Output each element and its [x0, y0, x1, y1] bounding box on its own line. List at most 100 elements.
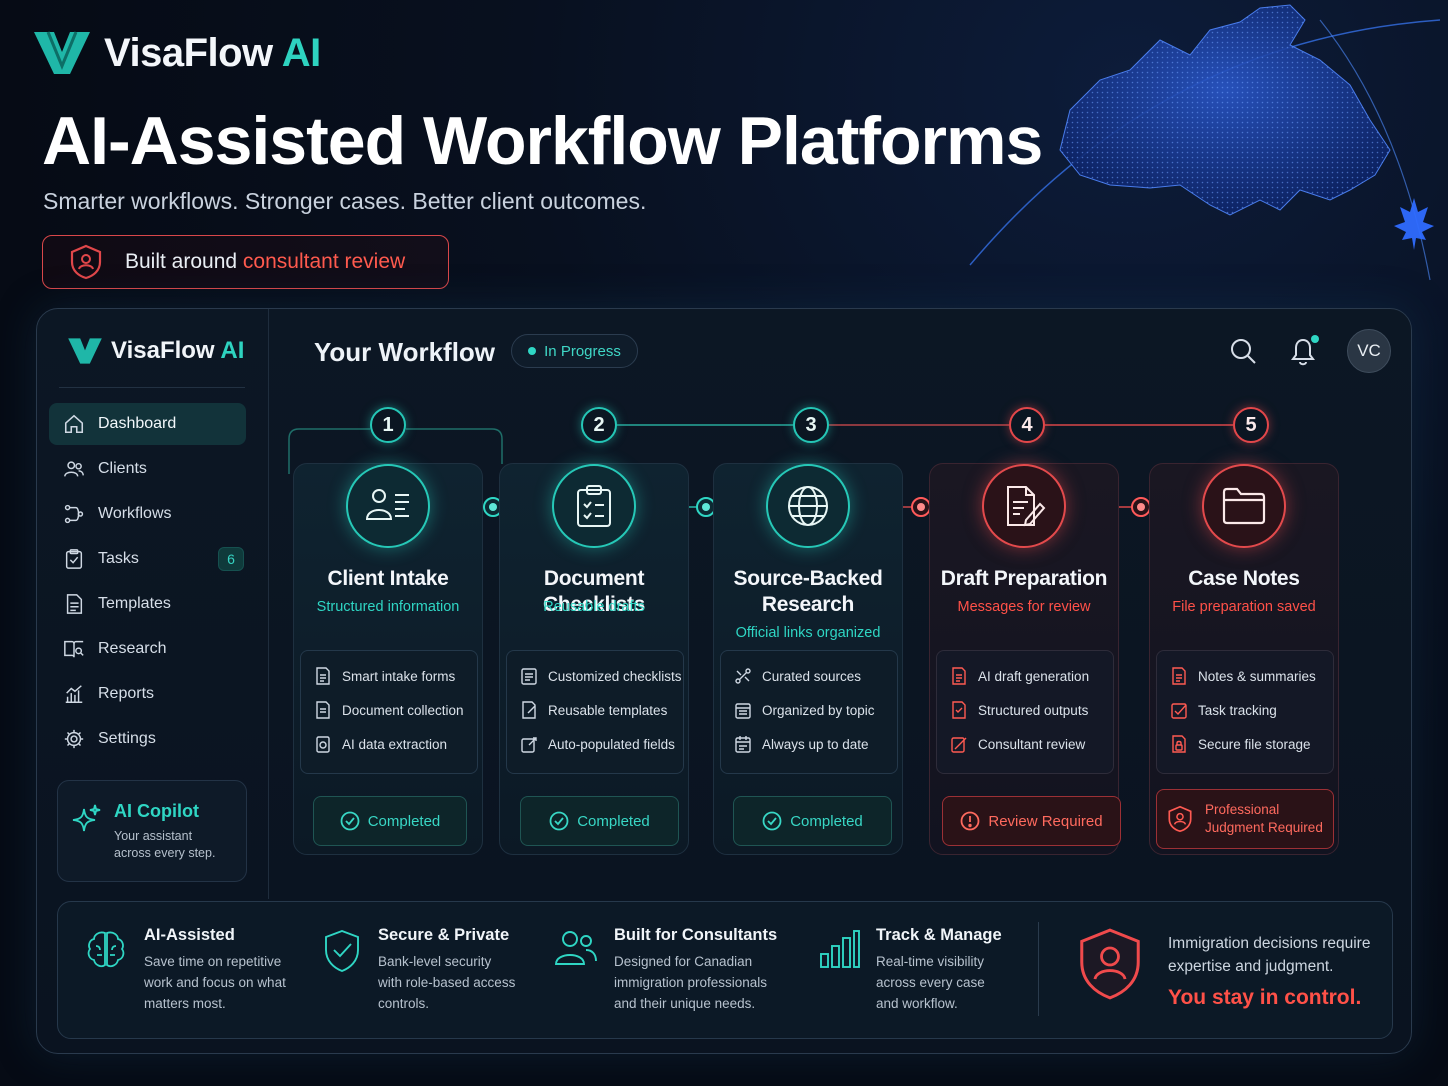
sparkle-icon — [72, 804, 101, 832]
gear-icon — [64, 729, 84, 749]
chart-icon — [65, 685, 83, 703]
list-item: Reusable templates — [520, 693, 683, 727]
app-window: VisaFlow AI Dashboard Clients Workflows … — [36, 308, 1412, 1054]
template-icon — [522, 701, 536, 719]
notes-icon — [1172, 667, 1186, 685]
sidebar-item-settings[interactable]: Settings — [49, 718, 246, 760]
form-icon — [316, 667, 330, 685]
task-check-icon — [1171, 703, 1187, 719]
sidebar-item-reports[interactable]: Reports — [49, 673, 246, 715]
home-icon — [64, 414, 84, 434]
status-badge: In Progress — [511, 334, 638, 368]
stage-title: Document Checklists — [542, 567, 646, 616]
stage-card-document-checklists[interactable]: Document Checklists Reusable drafts Cust… — [499, 463, 689, 855]
list-item: Consultant review — [950, 727, 1113, 761]
calendar-list-icon — [735, 703, 751, 719]
step-number-2: 2 — [581, 407, 617, 443]
sidebar-item-clients[interactable]: Clients — [49, 448, 246, 490]
document-icon — [66, 594, 83, 614]
status-badge-review-required[interactable]: Review Required — [942, 796, 1121, 846]
search-button[interactable] — [1227, 335, 1259, 367]
feature-bar-divider — [1038, 922, 1039, 1016]
document-icon — [316, 701, 330, 719]
list-item: Task tracking — [1170, 693, 1333, 727]
stage-card-research[interactable]: Source-Backed Research Official links or… — [713, 463, 903, 855]
stage-feature-list: Curated sources Organized by topic Alway… — [720, 650, 898, 774]
list-item: Notes & summaries — [1170, 659, 1333, 693]
sidebar-item-workflows[interactable]: Workflows — [49, 493, 246, 535]
hero-title: AI-Assisted Workflow Platforms — [42, 103, 1043, 179]
copilot-desc: Your assistant across every step. — [114, 829, 216, 860]
ai-copilot-card[interactable]: AI Copilot Your assistant across every s… — [57, 780, 247, 882]
stage-title: Source-Backed Research — [733, 567, 883, 616]
list-item: Customized checklists — [520, 659, 683, 693]
sidebar-item-tasks[interactable]: Tasks 6 — [49, 538, 246, 580]
stage-subtitle: Official links organized — [735, 625, 881, 641]
sidebar-logo[interactable]: VisaFlow AI — [67, 337, 244, 365]
search-icon — [1231, 339, 1256, 364]
checklist-icon — [521, 668, 537, 685]
notifications-button[interactable] — [1287, 333, 1321, 369]
stage-subtitle: Structured information — [316, 599, 460, 615]
list-item: Secure file storage — [1170, 727, 1333, 761]
bar-chart-icon — [820, 930, 860, 968]
list-item: Document collection — [314, 693, 477, 727]
list-item: Organized by topic — [734, 693, 897, 727]
shield-user-icon — [1168, 805, 1192, 833]
sidebar-item-research[interactable]: Research — [49, 628, 246, 670]
stage-feature-list: Customized checklists Reusable templates… — [506, 650, 684, 774]
list-item: Smart intake forms — [314, 659, 477, 693]
bell-icon — [1291, 335, 1319, 366]
stage-icon-circle — [982, 464, 1066, 548]
user-list-icon — [365, 489, 409, 520]
stage-card-draft-preparation[interactable]: Draft Preparation Messages for review AI… — [929, 463, 1121, 855]
sidebar-item-templates[interactable]: Templates — [49, 583, 246, 625]
review-icon — [951, 737, 967, 753]
status-badge-professional-judgment[interactable]: Professional Judgment Required — [1156, 789, 1334, 849]
stage-feature-list: AI draft generation Structured outputs C… — [936, 650, 1114, 774]
page-title: Your Workflow — [314, 337, 496, 367]
stage-card-client-intake[interactable]: Client Intake Structured information Sma… — [293, 463, 483, 855]
clipboard-check-icon — [577, 485, 611, 527]
stage-feature-list: Notes & summaries Task tracking Secure f… — [1156, 650, 1334, 774]
sources-icon — [735, 668, 751, 684]
stage-feature-list: Smart intake forms Document collection A… — [300, 650, 478, 774]
alert-circle-icon — [960, 811, 980, 831]
list-item: Curated sources — [734, 659, 897, 693]
consultant-review-badge: Built around consultant review — [42, 235, 449, 289]
workflow-icon — [64, 504, 84, 524]
stage-title: Client Intake — [327, 567, 449, 590]
check-circle-icon — [340, 811, 360, 831]
stage-icon-circle — [1202, 464, 1286, 548]
copilot-title: AI Copilot — [114, 801, 199, 821]
stage-card-case-notes[interactable]: Case Notes File preparation saved Notes … — [1149, 463, 1339, 855]
avatar[interactable]: VC — [1347, 329, 1391, 373]
control-callout: Immigration decisions require expertise … — [1078, 924, 1388, 1010]
status-dot — [528, 347, 537, 355]
globe-icon — [788, 486, 828, 526]
logo-icon — [34, 31, 90, 74]
step-number-3: 3 — [793, 407, 829, 443]
folder-icon — [1222, 487, 1266, 525]
users-icon — [555, 931, 597, 965]
status-badge-completed: Completed — [520, 796, 679, 846]
check-circle-icon — [549, 811, 569, 831]
stage-icon-circle — [552, 464, 636, 548]
extract-icon — [316, 736, 330, 753]
auto-fill-icon — [521, 737, 537, 753]
stage-subtitle: Reusable drafts — [543, 599, 645, 615]
status-badge-completed: Completed — [313, 796, 467, 846]
list-item: AI draft generation — [950, 659, 1113, 693]
brand-logo: VisaFlow AI — [32, 30, 321, 76]
step-number-4: 4 — [1009, 407, 1045, 443]
stage-title: Draft Preparation — [940, 567, 1108, 590]
sidebar-divider — [59, 387, 245, 388]
calendar-icon — [735, 736, 751, 753]
hero-subtitle: Smarter workflows. Stronger cases. Bette… — [43, 188, 647, 214]
brain-icon — [87, 931, 125, 968]
sidebar-item-dashboard[interactable]: Dashboard — [49, 403, 246, 445]
